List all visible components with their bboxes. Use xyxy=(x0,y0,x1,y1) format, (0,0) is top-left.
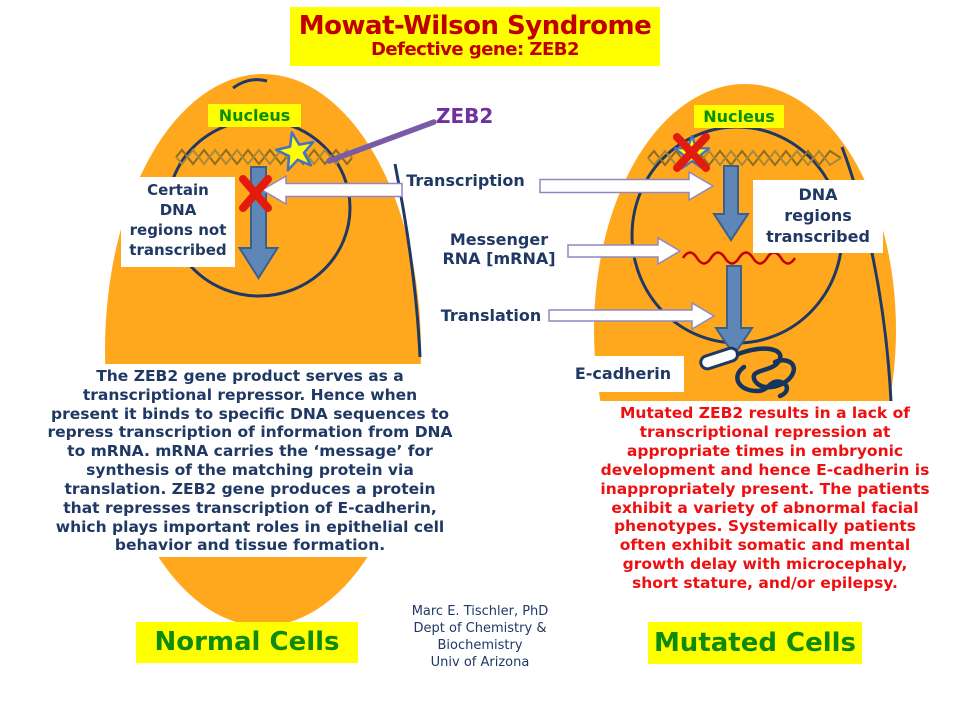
transcription-blocked-arrow xyxy=(260,174,403,206)
right-dna-note: DNA regions transcribed xyxy=(753,180,883,254)
left-cell-membrane-arc-top xyxy=(232,78,268,90)
right-cell-membrane-arc xyxy=(840,146,893,403)
translation-arrow-right xyxy=(548,301,716,331)
mutated-cells-description: Mutated ZEB2 results in a lack of transc… xyxy=(600,404,930,593)
blocked-x-icon-right xyxy=(673,133,710,172)
zeb2-gene-label: ZEB2 xyxy=(436,104,494,128)
left-nucleus-label: Nucleus xyxy=(208,104,301,127)
mutated-cells-label: Mutated Cells xyxy=(648,622,862,664)
slide-title-box: Mowat-Wilson Syndrome Defective gene: ZE… xyxy=(290,7,660,66)
zeb2-star-icon xyxy=(274,131,315,172)
right-text-backdrop xyxy=(556,401,960,622)
right-translation-arrow-blue xyxy=(714,265,754,357)
mrna-label: Messenger RNA [mRNA] xyxy=(442,230,556,268)
mrna-arrow-right xyxy=(567,236,682,266)
author-credit: Marc E. Tischler, PhD Dept of Chemistry … xyxy=(411,604,549,670)
mrna-squiggle xyxy=(681,251,797,265)
left-dna-note: Certain DNA regions not transcribed xyxy=(121,177,235,267)
normal-cells-description: The ZEB2 gene product serves as a transc… xyxy=(47,367,453,555)
normal-cells-label: Normal Cells xyxy=(136,622,358,663)
right-nucleus-label: Nucleus xyxy=(694,105,784,128)
zeb2-pointer-line xyxy=(326,119,437,164)
ecadherin-protein-scribble xyxy=(735,346,797,399)
translation-label: Translation xyxy=(440,306,542,325)
blocked-x-icon-left xyxy=(239,175,272,212)
ecadherin-label: E-cadherin xyxy=(562,356,684,392)
slide-subtitle: Defective gene: ZEB2 xyxy=(370,39,580,61)
transcription-arrow-right xyxy=(539,170,715,202)
right-transcription-arrow-blue xyxy=(712,165,750,242)
slide-title: Mowat-Wilson Syndrome xyxy=(298,10,652,41)
left-text-backdrop xyxy=(18,364,480,557)
transcription-label: Transcription xyxy=(406,171,525,190)
